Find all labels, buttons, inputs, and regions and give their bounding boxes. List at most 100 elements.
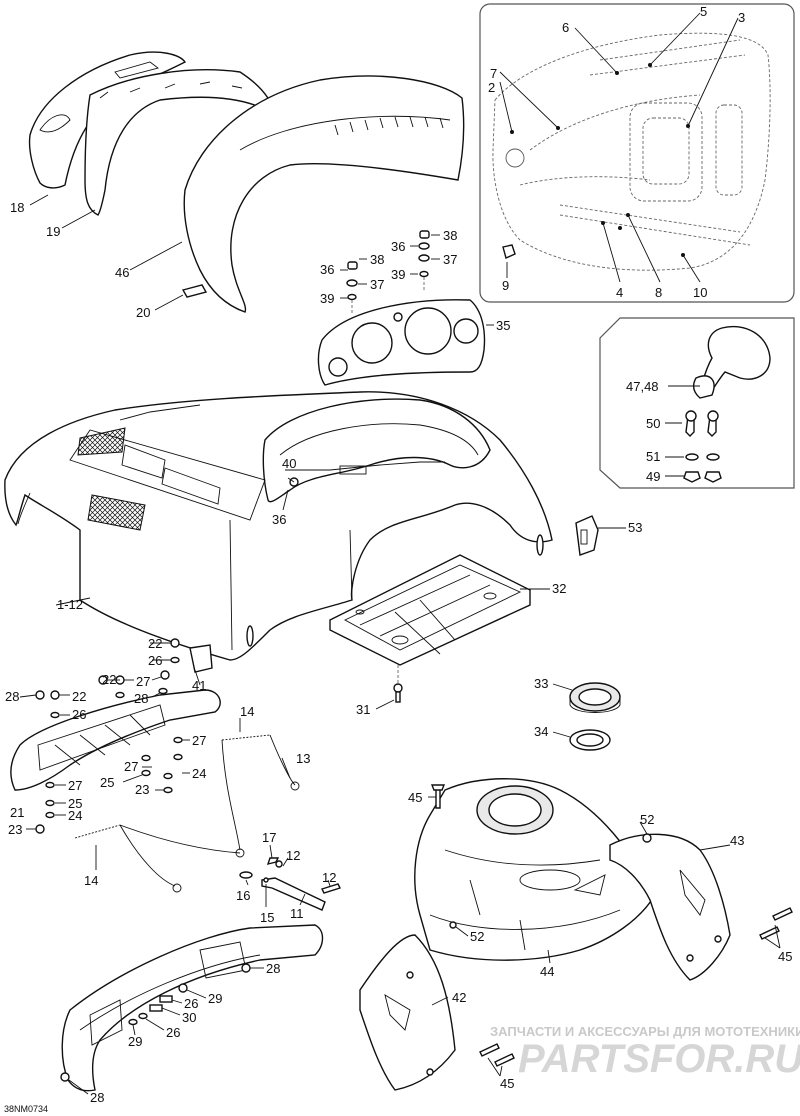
callout-13: 13 [296,751,310,766]
clip-20 [181,284,208,298]
callout-7: 7 [490,66,497,81]
callout-51: 51 [646,449,660,464]
callout-9: 9 [502,278,509,293]
decal-detail-box [479,3,795,303]
callout-46: 46 [115,265,129,280]
callout-44: 44 [540,964,554,979]
callout-33: 33 [534,676,548,691]
callout-5: 5 [700,4,707,19]
callout-41: 41 [192,678,206,693]
callout-16: 16 [236,888,250,903]
callout-15: 15 [260,910,274,925]
callout-27-right: 27 [192,733,206,748]
spring-14-top [221,734,271,741]
callout-32: 32 [552,581,566,596]
callout-45-right: 45 [778,949,792,964]
side-panel-42 [359,934,456,1091]
callout-52-bottom: 52 [470,929,484,944]
callout-2: 2 [488,80,495,95]
callout-27-top: 27 [136,674,150,689]
fasteners-45 [430,784,793,1067]
callout-24-right: 24 [192,766,206,781]
windshield-46 [183,75,465,313]
mirror-detail-box [599,317,795,489]
callout-26-bumper-b: 26 [166,1025,180,1040]
fastener-stack-left [346,261,358,315]
deflector-panel-19 [84,69,277,216]
callout-17: 17 [262,830,276,845]
callout-26-left: 26 [72,707,86,722]
callout-14-top: 14 [240,704,254,719]
tray-32 [329,554,531,666]
callout-39-right: 39 [391,267,405,282]
side-panel-43 [609,833,731,981]
callout-42: 42 [452,990,466,1005]
callout-25-low: 25 [68,796,82,811]
callout-39-left: 39 [320,291,334,306]
callout-23-mid: 23 [135,782,149,797]
callout-26-top: 26 [148,653,162,668]
callout-8: 8 [655,285,662,300]
callout-22-top: 22 [148,636,162,651]
callout-6: 6 [562,20,569,35]
callout-18: 18 [10,200,24,215]
callout-23-low: 23 [8,822,22,837]
callout-12-left: 12 [286,848,300,863]
callout-27-low: 27 [68,778,82,793]
callout-50: 50 [646,416,660,431]
callout-36-left: 36 [320,262,334,277]
latch-11 [239,857,341,911]
callout-36-right: 36 [391,239,405,254]
callout-45-bottom: 45 [500,1076,514,1091]
ring-33 [569,682,621,713]
callout-43: 43 [730,833,744,848]
callout-27-mid: 27 [124,759,138,774]
callout-28-bumper-top: 28 [266,961,280,976]
callout-53: 53 [628,520,642,535]
bracket-fasteners [35,638,183,834]
callout-29-left: 29 [128,1034,142,1049]
gauge-bezel-35 [317,299,486,386]
callout-37-left: 37 [370,277,384,292]
callout-34: 34 [534,724,548,739]
callout-28-left: 28 [5,689,19,704]
callout-28-bumper-bottom: 28 [90,1090,104,1105]
console-44 [414,778,656,961]
callout-36-hood: 36 [272,512,286,527]
callout-22-left: 22 [72,689,86,704]
support-bracket-21 [10,689,221,791]
hood-1-12 [4,391,553,661]
cable-13 [221,734,296,851]
callout-12-right: 12 [322,870,336,885]
callout-24-low: 24 [68,808,82,823]
callout-37-right: 37 [443,252,457,267]
callout-21: 21 [10,805,24,820]
callout-38-left: 38 [370,252,384,267]
bumper-fasteners [60,963,251,1082]
watermark-logo: PARTSFOR.RU [518,1037,800,1081]
callout-40: 40 [282,456,296,471]
screw-31 [393,665,403,703]
callout-14-bottom: 14 [84,873,98,888]
callout-28-mid: 28 [134,691,148,706]
callout-3: 3 [738,10,745,25]
seal-34 [569,729,611,751]
callout-49: 49 [646,469,660,484]
callout-30: 30 [182,1010,196,1025]
watermark-line: ЗАПЧАСТИ И АКСЕССУАРЫ ДЛЯ МОТОТЕХНИКИ [490,1024,800,1039]
callout-31: 31 [356,702,370,717]
callout-1-12: 1-12 [57,597,83,612]
bracket-53 [575,515,599,556]
callout-38-right: 38 [443,228,457,243]
callout-11: 11 [290,906,304,921]
callout-22-mid: 22 [102,672,116,687]
callout-47-48: 47,48 [626,379,659,394]
callout-25-mid: 25 [100,775,114,790]
callout-19: 19 [46,224,60,239]
bumper-bracket [61,924,324,1092]
fastener-stack-right [418,230,430,292]
callout-35: 35 [496,318,510,333]
callout-4: 4 [616,285,623,300]
callout-29-right: 29 [208,991,222,1006]
